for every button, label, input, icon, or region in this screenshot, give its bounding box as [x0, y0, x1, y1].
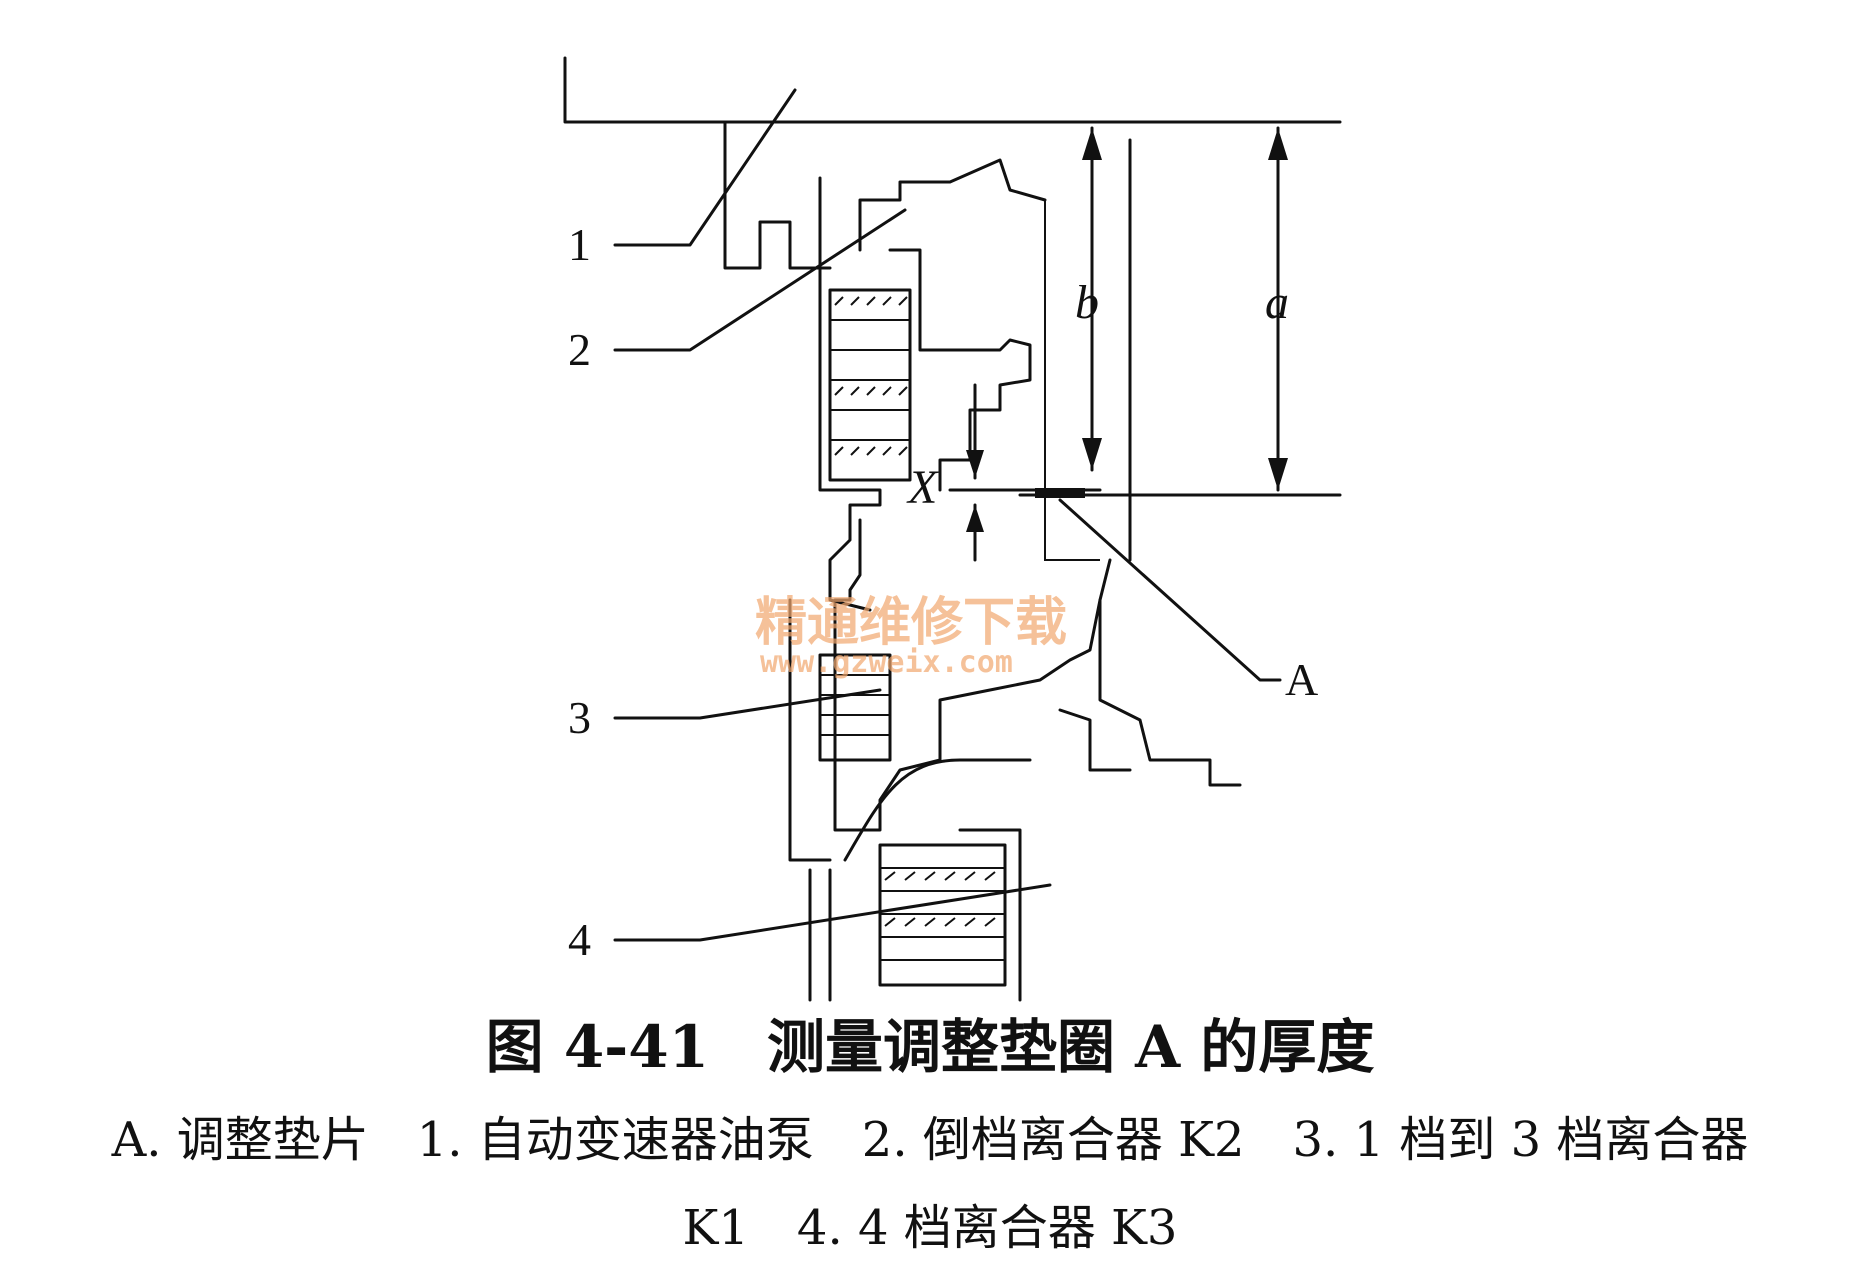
right-lower-step	[1058, 708, 1132, 772]
clutch-k2-housing	[818, 176, 882, 612]
figure-legend-line2: K1 4. 4 档离合器 K3	[682, 1200, 1178, 1256]
gap-x-arrows	[948, 383, 1102, 562]
oil-pump-outline	[723, 120, 832, 270]
transmission-diagram: 1 2 3 4 A a b X 精通维修下载 www.gzweix.com	[563, 56, 1342, 1002]
label-part4: 4	[568, 914, 591, 965]
clutch-k1-plates	[818, 653, 892, 762]
clutch-k2-plates	[828, 288, 912, 482]
dimension-b	[1082, 126, 1102, 472]
figure-title: 图 4-41 测量调整垫圈 A 的厚度	[485, 1013, 1375, 1081]
figure-legend-line1: A. 调整垫片 1. 自动变速器油泵 2. 倒档离合器 K2 3. 1 档到 3…	[111, 1112, 1749, 1168]
label-dim-a: a	[1265, 276, 1289, 329]
leader-part2	[613, 208, 907, 352]
inner-shaft	[843, 758, 1032, 862]
clutch-k1-housing	[833, 518, 1112, 832]
housing-outline	[563, 56, 1342, 124]
label-part3: 3	[568, 692, 591, 743]
leader-part1	[613, 88, 797, 247]
housing-vertical-2	[1044, 200, 1100, 561]
clutch-k1-outer	[788, 598, 832, 862]
shim-a-leader	[1058, 498, 1282, 682]
dimension-a	[1268, 126, 1288, 492]
leader-part4	[613, 883, 1052, 942]
label-point-x: X	[906, 461, 939, 514]
shim-a	[1035, 488, 1085, 498]
label-part2: 2	[568, 324, 591, 375]
watermark-text: 精通维修下载	[755, 593, 1067, 653]
right-lower-housing	[1098, 598, 1242, 787]
watermark-url: www.gzweix.com	[760, 645, 1013, 680]
clutch-k3-housing	[808, 828, 1022, 1002]
clutch-k3-plates	[878, 843, 1007, 987]
label-dim-b: b	[1075, 276, 1099, 329]
leader-part3	[613, 688, 882, 720]
label-part1: 1	[568, 219, 591, 270]
clutch-k2-piston	[858, 158, 1047, 252]
label-part-a: A	[1285, 654, 1318, 705]
